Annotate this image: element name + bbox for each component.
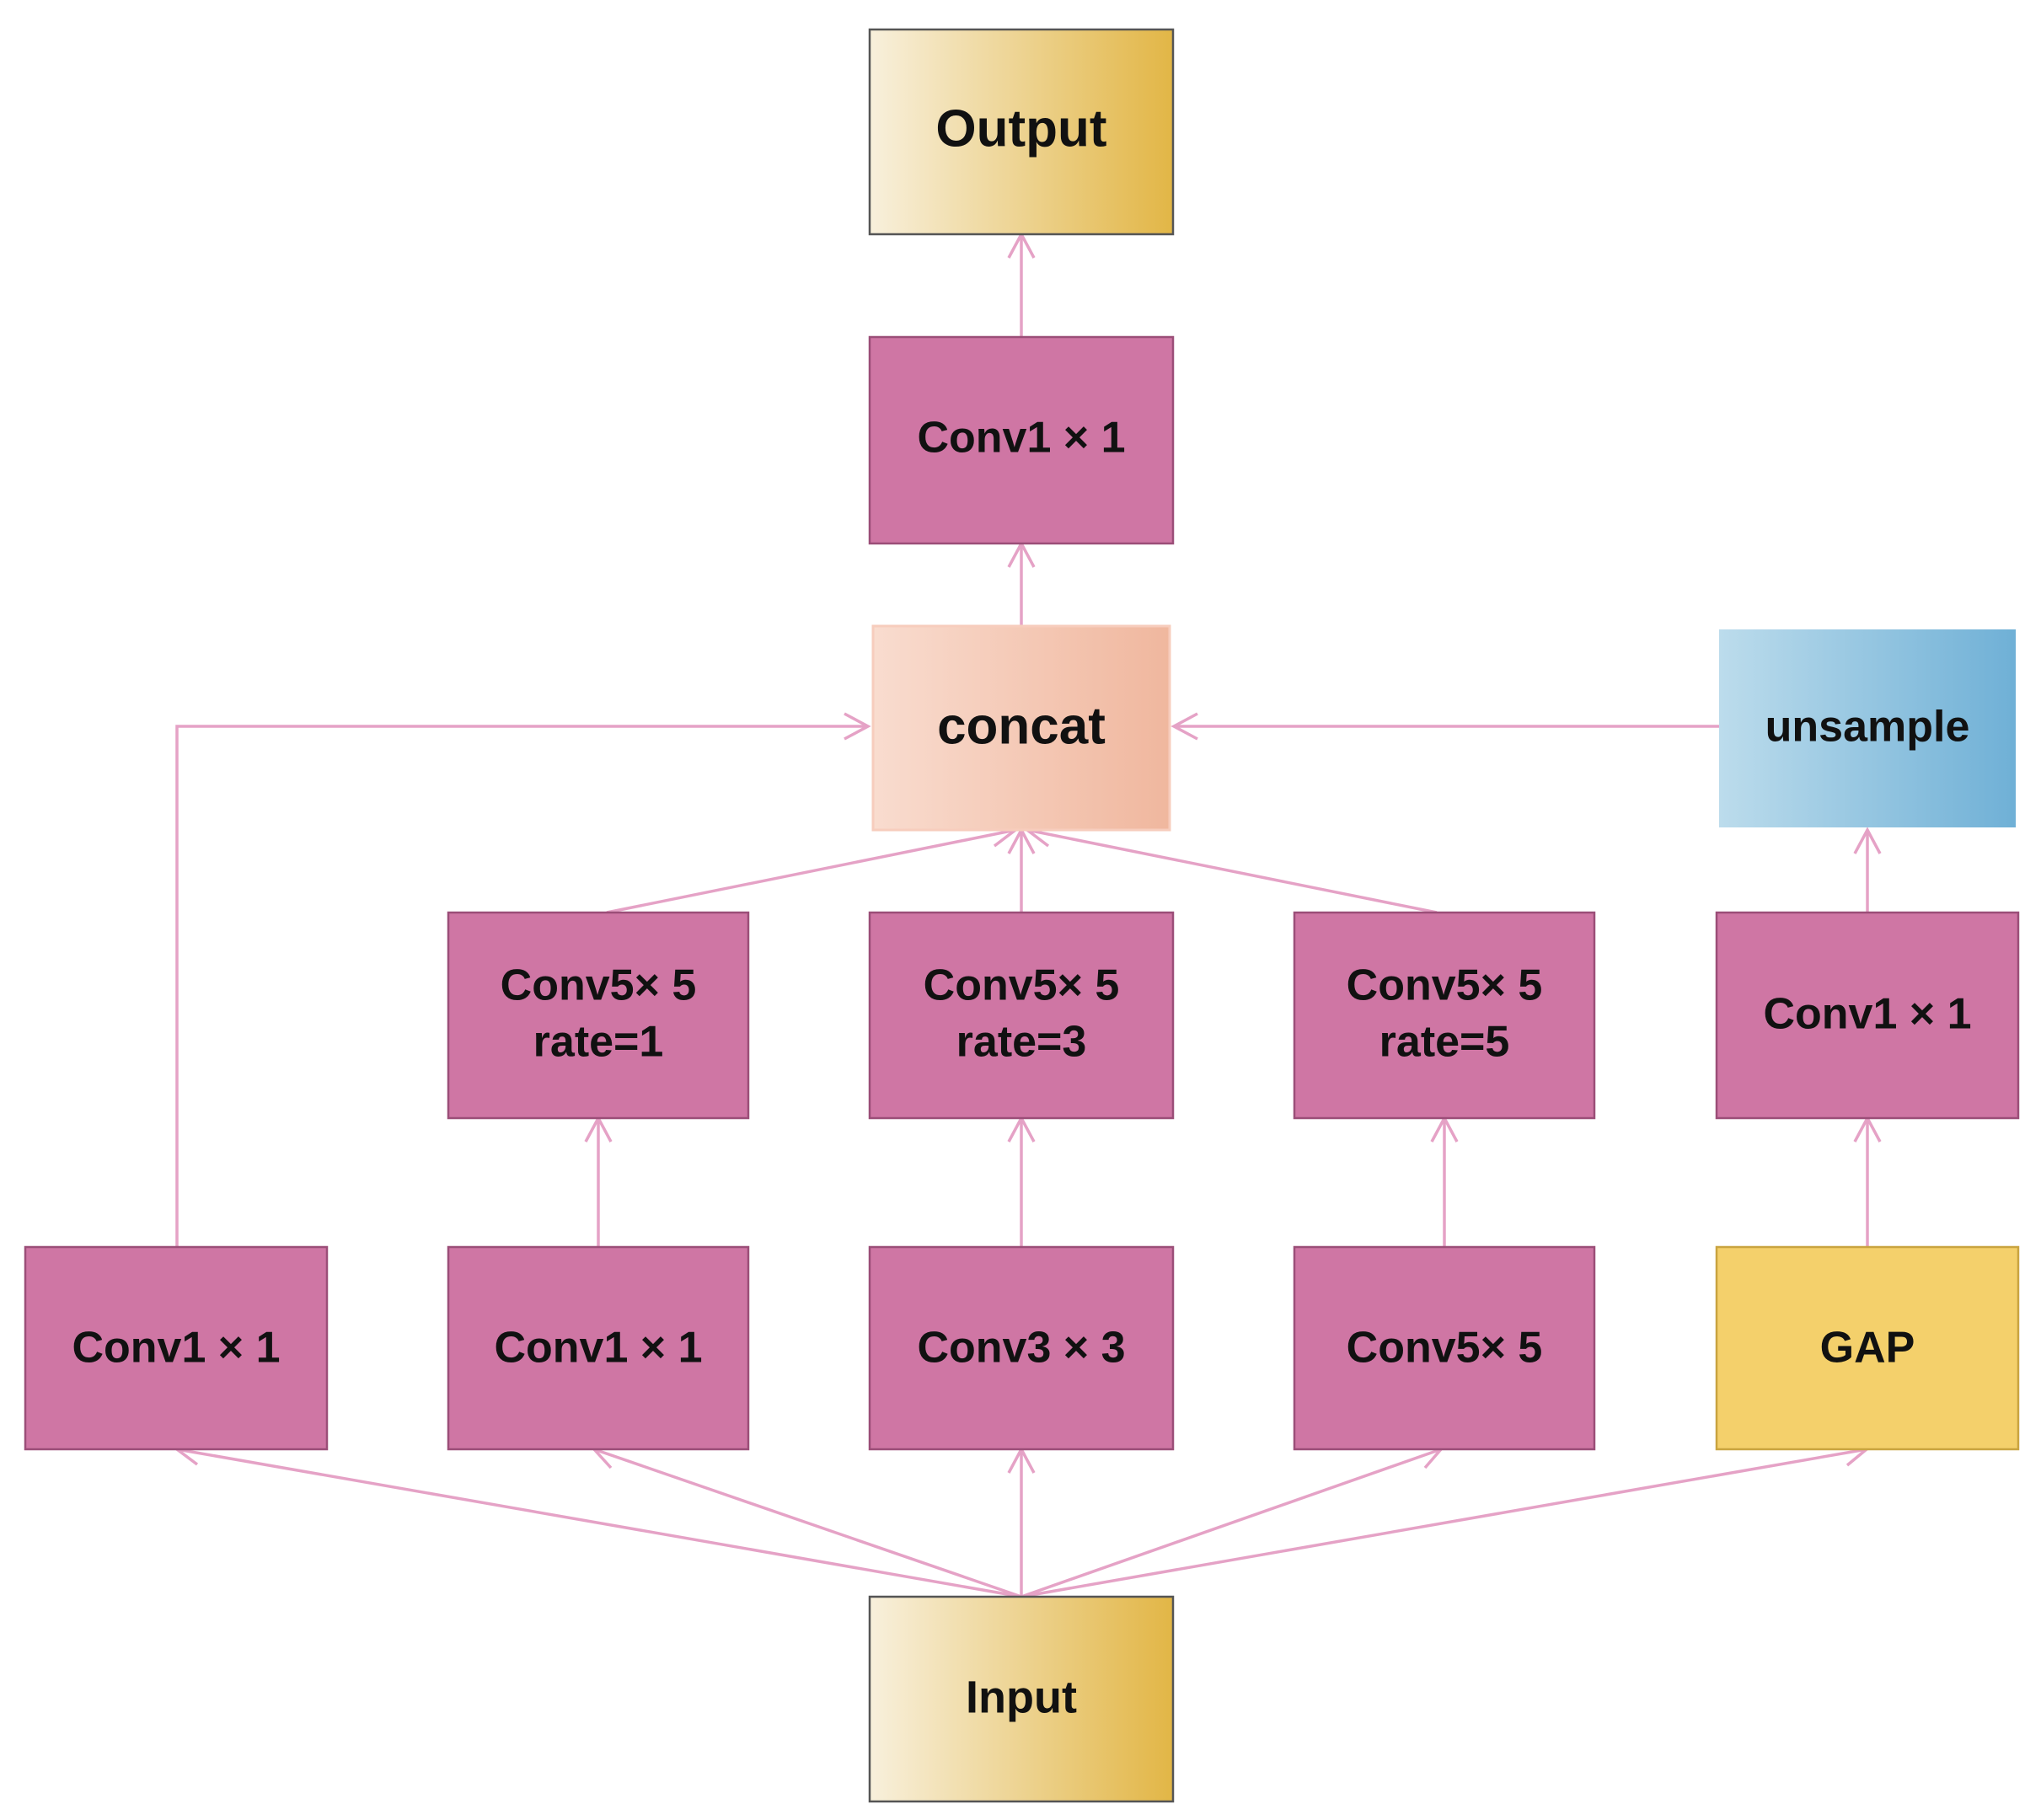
conv5x5-label: Conv5× 5 (1347, 1324, 1543, 1373)
arrowhead-unsample (1853, 827, 1882, 854)
arrowhead-concat-from-right (1170, 712, 1198, 741)
conv1x1-b-node: Conv1 × 1 (447, 1245, 750, 1451)
conv1x1-b-label: Conv1 × 1 (494, 1324, 702, 1373)
conv3x3-node: Conv3 × 3 (868, 1245, 1175, 1451)
conv5x5-rate5-node: Conv5× 5 rate=5 (1293, 911, 1596, 1120)
arrowhead-concat-from-left (844, 712, 871, 741)
conv5x5-rate1-line1: Conv5× 5 (501, 961, 697, 1010)
conv1x1-gap-branch-label: Conv1 × 1 (1763, 990, 1971, 1039)
conv1x1-a-node: Conv1 × 1 (24, 1245, 329, 1451)
conv5x5-rate3-line2: rate=3 (956, 1018, 1087, 1067)
unsample-label: unsample (1765, 703, 1970, 752)
concat-label: concat (937, 697, 1106, 755)
conv1x1-a-label: Conv1 × 1 (72, 1324, 280, 1373)
gap-node: GAP (1715, 1245, 2020, 1451)
conv1x1-top-node: Conv1 × 1 (868, 335, 1175, 545)
concat-node: concat (871, 624, 1171, 832)
input-node: Input (868, 1595, 1175, 1803)
input-label: Input (966, 1672, 1077, 1722)
conv1x1-top-label: Conv1 × 1 (917, 414, 1125, 463)
output-label: Output (935, 99, 1106, 158)
conv1x1-gap-branch-node: Conv1 × 1 (1715, 911, 2020, 1120)
conv5x5-rate3-line1: Conv5× 5 (924, 961, 1120, 1010)
conv5x5-rate5-line1: Conv5× 5 (1347, 961, 1543, 1010)
edge-input-to-conv5x5 (1020, 1448, 1442, 1598)
conv3x3-label: Conv3 × 3 (917, 1324, 1125, 1373)
output-node: Output (868, 28, 1175, 236)
gap-label: GAP (1820, 1324, 1915, 1373)
conv5x5-rate1-line2: rate=1 (533, 1018, 664, 1067)
edge-rate5-to-concat (1026, 828, 1438, 914)
conv5x5-node: Conv5× 5 (1293, 1245, 1596, 1451)
conv5x5-rate3-node: Conv5× 5 rate=3 (868, 911, 1175, 1120)
edge-conv1x1-a-to-concat (175, 725, 868, 1247)
edge-rate1-to-concat (606, 828, 1016, 914)
edge-input-to-gap (1020, 1448, 1867, 1598)
edge-input-to-conv1x1-a (176, 1448, 1022, 1598)
edge-input-to-conv1x1-b (593, 1448, 1022, 1598)
conv5x5-rate1-node: Conv5× 5 rate=1 (447, 911, 750, 1120)
conv5x5-rate5-line2: rate=5 (1379, 1018, 1510, 1067)
edges (174, 231, 1882, 1598)
unsample-node: unsample (1719, 629, 2016, 827)
